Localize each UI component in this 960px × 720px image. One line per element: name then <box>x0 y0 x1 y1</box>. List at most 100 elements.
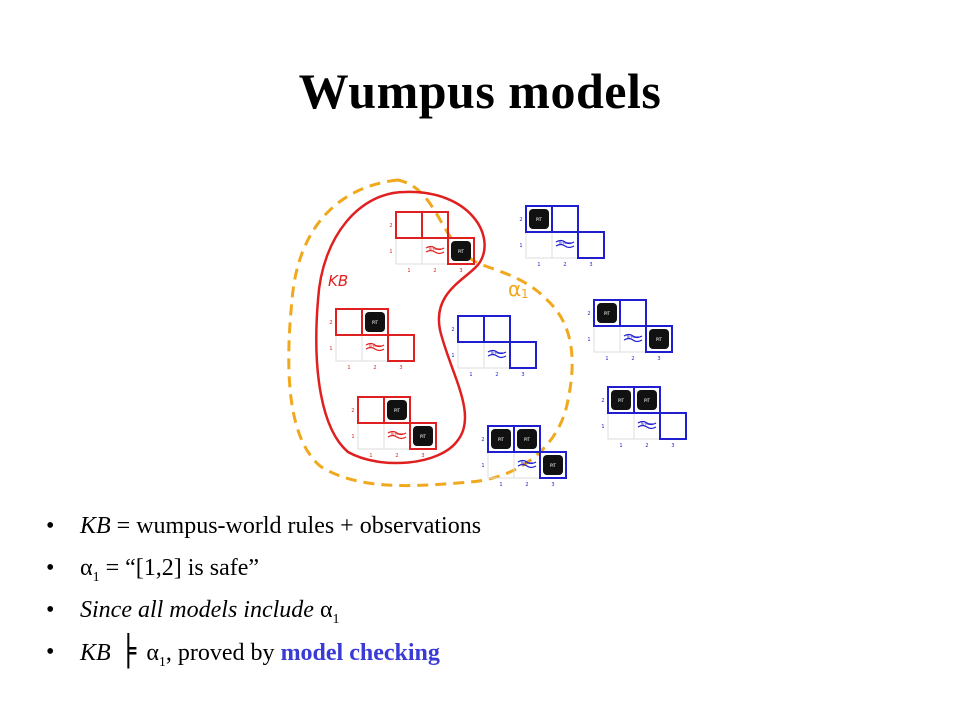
grid-cell <box>357 422 385 450</box>
pit-marker <box>543 455 563 475</box>
alpha-symbol: α <box>80 555 93 581</box>
pit-label: PIT <box>550 463 557 468</box>
breeze-label: Breeze <box>521 461 533 465</box>
bullet-dot: • <box>46 597 55 623</box>
column-label: 2 <box>433 268 436 274</box>
grid-cell <box>551 231 579 259</box>
alpha-symbol: α <box>313 597 333 623</box>
entails-symbol: ╞ <box>120 634 137 670</box>
column-label: 3 <box>589 262 592 268</box>
row-label: 1 <box>351 434 354 440</box>
grid-cell <box>619 325 647 353</box>
column-label: 3 <box>399 365 402 371</box>
alpha1-region-label: α <box>508 277 521 301</box>
grid-cell <box>357 396 385 424</box>
grid-cell <box>577 231 605 259</box>
breeze-marker <box>365 342 385 352</box>
grid-cell <box>395 211 423 239</box>
breeze-label: Breeze <box>559 241 571 245</box>
row-label: 2 <box>351 408 354 414</box>
pit-label: PIT <box>498 437 505 442</box>
column-label: 3 <box>551 482 554 488</box>
grid-cell <box>509 341 537 369</box>
grid-cell <box>607 412 635 440</box>
grid-cell <box>633 386 661 414</box>
grid-cell <box>361 334 389 362</box>
grid-cell <box>383 396 411 424</box>
column-label: 1 <box>619 443 622 449</box>
bullet-alpha-definition: • α1 = “[1,2] is safe” <box>42 554 942 585</box>
breeze-marker <box>555 239 575 249</box>
column-label: 3 <box>671 443 674 449</box>
pit-label: PIT <box>458 249 465 254</box>
column-label: 1 <box>499 482 502 488</box>
pit-marker <box>365 312 385 332</box>
column-label: 2 <box>563 262 566 268</box>
column-label: 1 <box>369 453 372 459</box>
column-label: 3 <box>521 372 524 378</box>
grid-cell <box>457 315 485 343</box>
grid-cell <box>483 341 511 369</box>
column-label: 3 <box>421 453 424 459</box>
pit-label: PIT <box>604 311 611 316</box>
column-label: 1 <box>537 262 540 268</box>
column-label: 1 <box>407 268 410 274</box>
pit-marker <box>517 429 537 449</box>
pit-marker <box>529 209 549 229</box>
bullet-entailment: • KB ╞ α1, proved by model checking <box>42 634 942 670</box>
all-models-text: Since all models include <box>80 597 314 623</box>
breeze-marker <box>487 349 507 359</box>
column-label: 1 <box>347 365 350 371</box>
row-label: 1 <box>329 346 332 352</box>
pit-label: PIT <box>536 217 543 222</box>
pit-marker <box>387 400 407 420</box>
row-label: 2 <box>451 327 454 333</box>
row-label: 2 <box>519 217 522 223</box>
grid-cell <box>421 211 449 239</box>
row-label: 1 <box>587 337 590 343</box>
grid-cell <box>645 325 673 353</box>
column-label: 1 <box>605 356 608 362</box>
grid-cell <box>593 325 621 353</box>
breeze-label: Breeze <box>641 422 653 426</box>
column-label: 2 <box>395 453 398 459</box>
grid-cell <box>361 308 389 336</box>
grid-cell <box>483 315 511 343</box>
grid-cell <box>659 412 687 440</box>
row-label: 2 <box>481 437 484 443</box>
grid-cell <box>335 308 363 336</box>
alpha-symbol: α <box>140 640 159 666</box>
grid-cell <box>633 412 661 440</box>
column-label: 1 <box>469 372 472 378</box>
grid-cell <box>447 237 475 265</box>
pit-label: PIT <box>656 337 663 342</box>
pit-marker <box>597 303 617 323</box>
column-label: 2 <box>631 356 634 362</box>
grid-cell <box>513 451 541 479</box>
bullet-dot: • <box>46 513 55 539</box>
bullet-all-models: • Since all models include α1 <box>42 596 942 627</box>
breeze-label: Breeze <box>627 335 639 339</box>
grid-cell <box>539 451 567 479</box>
pit-label: PIT <box>524 437 531 442</box>
alpha-subscript: 1 <box>332 611 340 627</box>
alpha1-region <box>287 178 574 488</box>
row-label: 2 <box>601 398 604 404</box>
breeze-marker <box>387 430 407 440</box>
proved-by-text: , proved by <box>165 640 281 666</box>
model-checking-link: model checking <box>280 640 440 666</box>
column-label: 2 <box>373 365 376 371</box>
pit-marker <box>611 390 631 410</box>
kb-definition-text: = wumpus-world rules + observations <box>110 513 482 539</box>
pit-label: PIT <box>372 320 379 325</box>
column-label: 2 <box>645 443 648 449</box>
breeze-label: Breeze <box>369 344 381 348</box>
